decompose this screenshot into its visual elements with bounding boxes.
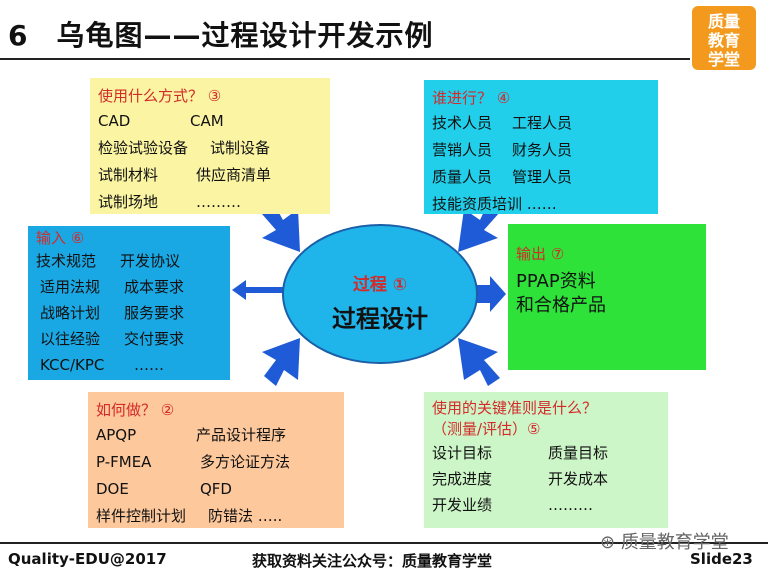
footer-left: Quality-EDU@2017 — [8, 550, 167, 568]
who-heading: 谁进行？ ④ — [432, 89, 511, 107]
criteria-subheading: （测量/评估）⑤ — [432, 420, 541, 438]
criteria-row: 设计目标质量目标 — [432, 444, 609, 462]
footer-slide-number: Slide23 — [690, 550, 753, 568]
arrow-from-criteria — [458, 338, 500, 386]
method-row: 试制场地……… — [98, 193, 241, 211]
who-row: 技术人员工程人员 — [432, 114, 573, 132]
input-row: 技术规范开发协议 — [36, 252, 181, 270]
arrow-to-output — [476, 276, 506, 312]
brand-logo: 质量教育学堂 — [692, 6, 756, 70]
criteria-heading: 使用的关键准则是什么？ — [432, 399, 598, 417]
title-text: 乌龟图——过程设计开发示例 — [56, 19, 434, 52]
criteria-row: 开发业绩……… — [432, 496, 593, 514]
footer-divider — [0, 542, 768, 544]
box-output: 输出 ⑦ PPAP资料 和合格产品 — [508, 224, 706, 370]
input-row: 以往经验交付要求 — [40, 330, 185, 348]
process-label: 过程 ① — [352, 275, 408, 295]
who-row: 质量人员管理人员 — [432, 168, 573, 186]
box-who: 谁进行？ ④ 技术人员工程人员 营销人员财务人员 质量人员管理人员 技能资质培训… — [424, 80, 658, 214]
input-row: 适用法规成本要求 — [40, 278, 185, 296]
wechat-icon: ⊛ — [600, 532, 621, 553]
process-ellipse: 过程 ① 过程设计 — [282, 224, 478, 364]
footer-center: 获取资料关注公众号：质量教育学堂 — [252, 552, 493, 570]
how-heading: 如何做？ ② — [96, 401, 175, 419]
criteria-row: 完成进度开发成本 — [432, 470, 609, 488]
method-row: 检验试验设备试制设备 — [98, 139, 271, 157]
input-row: KCC/KPC…… — [40, 356, 164, 374]
title-divider — [0, 58, 690, 60]
how-row: 样件控制计划防错法 ….. — [96, 507, 283, 525]
who-row: 技能资质培训 …… — [432, 195, 557, 213]
slide-title: 6 乌龟图——过程设计开发示例 — [8, 14, 434, 54]
who-row: 营销人员财务人员 — [432, 141, 573, 159]
process-name: 过程设计 — [332, 305, 428, 333]
output-line: PPAP资料 — [516, 271, 596, 292]
arrow-from-who — [458, 203, 500, 252]
arrow-from-method — [262, 204, 300, 252]
box-criteria: 使用的关键准则是什么？ （测量/评估）⑤ 设计目标质量目标 完成进度开发成本 开… — [424, 392, 668, 528]
arrow-from-how — [262, 338, 300, 386]
watermark: ⊛ 质量教育学堂 — [600, 532, 729, 553]
output-line: 和合格产品 — [516, 295, 606, 316]
method-row: 试制材料供应商清单 — [98, 166, 272, 184]
title-number: 6 — [8, 19, 29, 52]
input-row: 战略计划服务要求 — [40, 304, 185, 322]
arrow-from-input — [232, 280, 284, 300]
box-input: 输入 ⑥ 技术规范开发协议 适用法规成本要求 战略计划服务要求 以往经验交付要求… — [28, 226, 230, 380]
method-heading: 使用什么方式？ ③ — [98, 87, 222, 105]
input-heading: 输入 ⑥ — [36, 229, 85, 247]
output-heading: 输出 ⑦ — [516, 245, 565, 263]
